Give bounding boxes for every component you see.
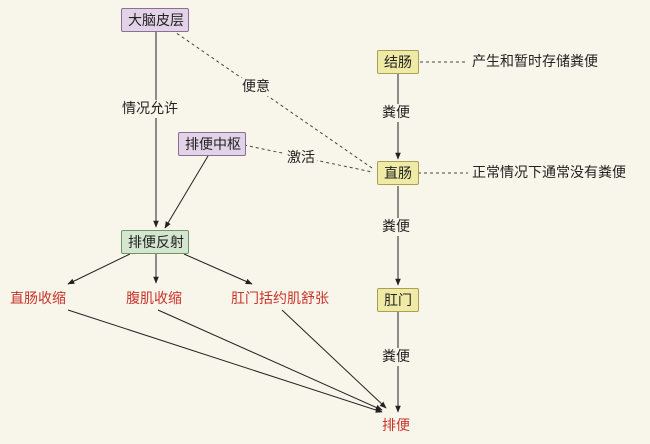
defecation-reflex-node: 排便反射 xyxy=(121,230,189,254)
defecation-center-node: 排便中枢 xyxy=(178,132,246,156)
anus-node: 肛门 xyxy=(377,288,419,312)
dashed-center-to-rectum xyxy=(243,144,373,173)
rectum-contract-label: 直肠收缩 xyxy=(10,291,66,307)
arrow-sphincter-to-defecation xyxy=(281,309,387,409)
arrow-rectum-contract-to-defecation xyxy=(67,309,383,413)
urge-label: 便意 xyxy=(240,78,272,96)
activate-label: 激活 xyxy=(285,149,317,167)
cortex-node: 大脑皮层 xyxy=(121,8,189,32)
permit-label: 情况允许 xyxy=(120,100,180,118)
arrow-reflex-to-rectum-contract xyxy=(67,253,131,285)
feces-label-2: 粪便 xyxy=(380,218,412,236)
rectum-note: 正常情况下通常没有粪便 xyxy=(472,165,626,181)
defecation-label: 排便 xyxy=(382,418,410,434)
feces-label-1: 粪便 xyxy=(380,104,412,122)
sphincter-relax-label: 肛门括约肌舒张 xyxy=(231,291,329,307)
abdominal-contract-label: 腹肌收缩 xyxy=(126,291,182,307)
feces-label-3: 粪便 xyxy=(380,348,412,366)
arrow-abdominal-to-defecation xyxy=(157,309,383,411)
arrow-center-to-reflex xyxy=(164,155,209,229)
rectum-node: 直肠 xyxy=(377,161,419,185)
dashed-cortex-to-rectum xyxy=(171,29,373,169)
colon-note: 产生和暂时存储粪便 xyxy=(472,54,598,70)
colon-node: 结肠 xyxy=(377,50,419,74)
arrow-reflex-to-sphincter xyxy=(183,253,253,285)
